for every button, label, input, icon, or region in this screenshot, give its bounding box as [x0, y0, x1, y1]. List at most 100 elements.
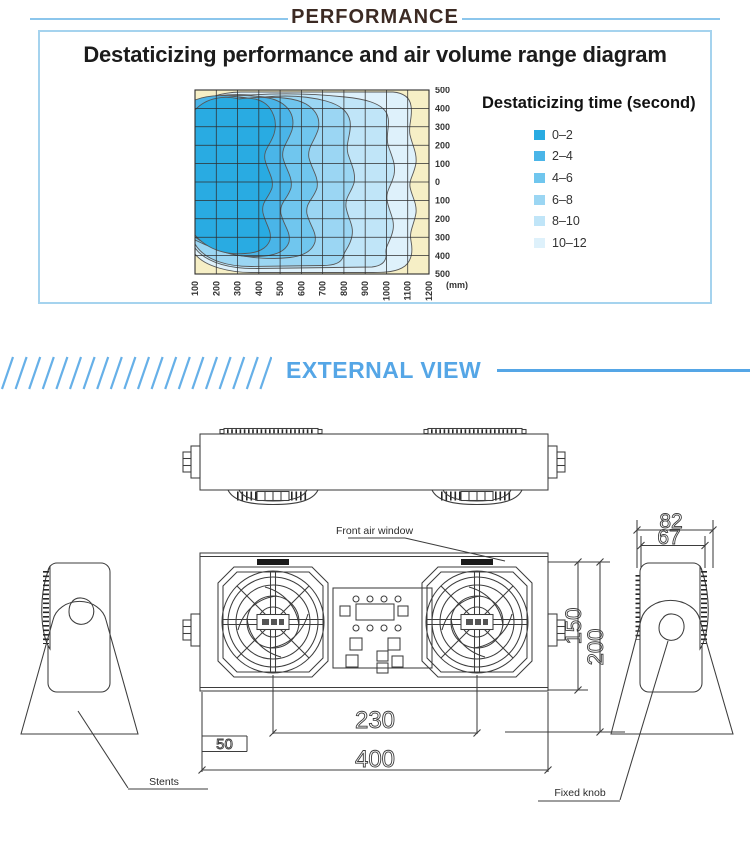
header-line-right [462, 18, 720, 20]
hatch-line [177, 356, 191, 390]
x-tick-label: 1100 [403, 281, 413, 301]
x-tick-label: 800 [339, 281, 349, 296]
y-tick-label: 300 [435, 232, 450, 242]
hatch-line [204, 356, 219, 390]
chart-legend: Destaticizing time (second) 0–2 2–4 4–6 6–8… [482, 94, 706, 254]
hatch-line [150, 356, 164, 390]
hatch-line [191, 356, 205, 390]
hatch-line [82, 356, 96, 390]
y-tick-label: 200 [435, 140, 450, 150]
fixed-knob-label: Fixed knob [554, 787, 606, 799]
legend-item-label: 8–10 [552, 214, 580, 229]
x-tick-label: 500 [275, 281, 285, 296]
hatch-line [96, 356, 110, 390]
y-tick-label: 400 [435, 251, 450, 261]
dim-depth-body: 67 [657, 526, 680, 549]
top-view [182, 427, 566, 505]
x-tick-label: 600 [296, 281, 306, 296]
knob-right [658, 613, 685, 641]
dim-height-total: 200 [583, 629, 608, 666]
legend-item: 2–4 [534, 146, 706, 168]
external-header-line [497, 369, 750, 372]
dim-side-offset: 50 [216, 736, 233, 753]
knob-left [68, 597, 95, 625]
y-tick-label: 100 [435, 159, 450, 169]
legend-item: 10–12 [534, 232, 706, 254]
legend-item-label: 0–2 [552, 127, 573, 142]
x-tick-label: 400 [254, 281, 264, 296]
legend-item-label: 4–6 [552, 170, 573, 185]
performance-box: Destaticizing performance and air volume… [38, 30, 712, 304]
diagram-title: Destaticizing performance and air volume… [83, 42, 667, 67]
hatch-line [218, 356, 232, 390]
x-tick-label: 300 [233, 281, 243, 296]
x-tick-label: 700 [318, 281, 328, 296]
y-tick-label: 500 [435, 87, 450, 95]
hatch-line [109, 356, 123, 390]
hatch-line [164, 356, 178, 390]
hatch-line [259, 356, 272, 390]
hatch-line [28, 356, 42, 390]
hatch-line [0, 356, 15, 390]
external-view-drawings: 82 67 150 200 230 50 400 Front air windo… [20, 427, 734, 802]
y-tick-label: 300 [435, 122, 450, 132]
dim-height-body: 150 [561, 608, 586, 645]
dimensions: 82 67 150 200 230 50 400 [198, 510, 717, 774]
hatch-decoration [0, 356, 272, 390]
legend-item: 4–6 [534, 167, 706, 189]
dim-depth-total: 82 [659, 510, 682, 533]
y-tick-label: 100 [435, 196, 450, 206]
dim-width-total: 400 [355, 746, 395, 773]
hatch-line [136, 356, 151, 390]
x-tick-label: 1200 [424, 281, 434, 301]
legend-item-label: 10–12 [552, 235, 587, 250]
chart-border [194, 89, 430, 275]
legend-color-swatch [534, 237, 545, 248]
fan-left [217, 558, 329, 678]
stand-right [610, 599, 734, 735]
control-panel [332, 587, 433, 674]
hatch-line [245, 356, 259, 390]
y-tick-label: 400 [435, 104, 450, 114]
side-view-left [20, 562, 139, 735]
hatch-line [14, 356, 28, 390]
legend-title: Destaticizing time (second) [482, 94, 696, 112]
external-section-title: EXTERNAL VIEW [286, 357, 482, 383]
band-0-2 [194, 96, 276, 255]
x-tick-label: 1000 [381, 281, 391, 301]
legend-item: 6–8 [534, 189, 706, 211]
callouts: Front air window Stents Fixed knob [77, 525, 669, 802]
x-tick-label: 200 [211, 281, 221, 296]
dim-fan-pitch: 230 [355, 707, 395, 734]
fan-right [421, 558, 533, 678]
header-line-left [30, 18, 288, 20]
legend-item-label: 2–4 [552, 149, 573, 164]
hatch-line [41, 356, 55, 390]
hatch-line [123, 356, 137, 390]
y-tick-label: 200 [435, 214, 450, 224]
external-view-header: EXTERNAL VIEW [0, 352, 750, 392]
hatch-line [68, 356, 83, 390]
hatch-line [232, 356, 246, 390]
stand-left [20, 600, 139, 735]
x-tick-label: 900 [360, 281, 370, 296]
stents-label: Stents [149, 776, 179, 788]
contour-chart: 500 400 300 200 1000 100 200 300 400 500 100 200 30… [190, 87, 468, 301]
legend-item: 0–2 [534, 124, 706, 146]
legend-color-swatch [534, 216, 545, 227]
x-axis-unit: (mm) [446, 280, 468, 290]
front-air-window-label: Front air window [336, 525, 413, 537]
legend-color-swatch [534, 194, 545, 205]
legend-color-swatch [534, 172, 545, 183]
legend-items: 0–2 2–4 4–6 6–8 8–10 10–12 [534, 124, 706, 254]
legend-item-label: 6–8 [552, 192, 573, 207]
side-view-right [610, 562, 734, 735]
hatch-line [55, 356, 69, 390]
performance-section-title: PERFORMANCE [291, 6, 459, 28]
legend-item: 8–10 [534, 210, 706, 232]
front-view [182, 552, 566, 692]
performance-header: PERFORMANCE [0, 6, 750, 32]
